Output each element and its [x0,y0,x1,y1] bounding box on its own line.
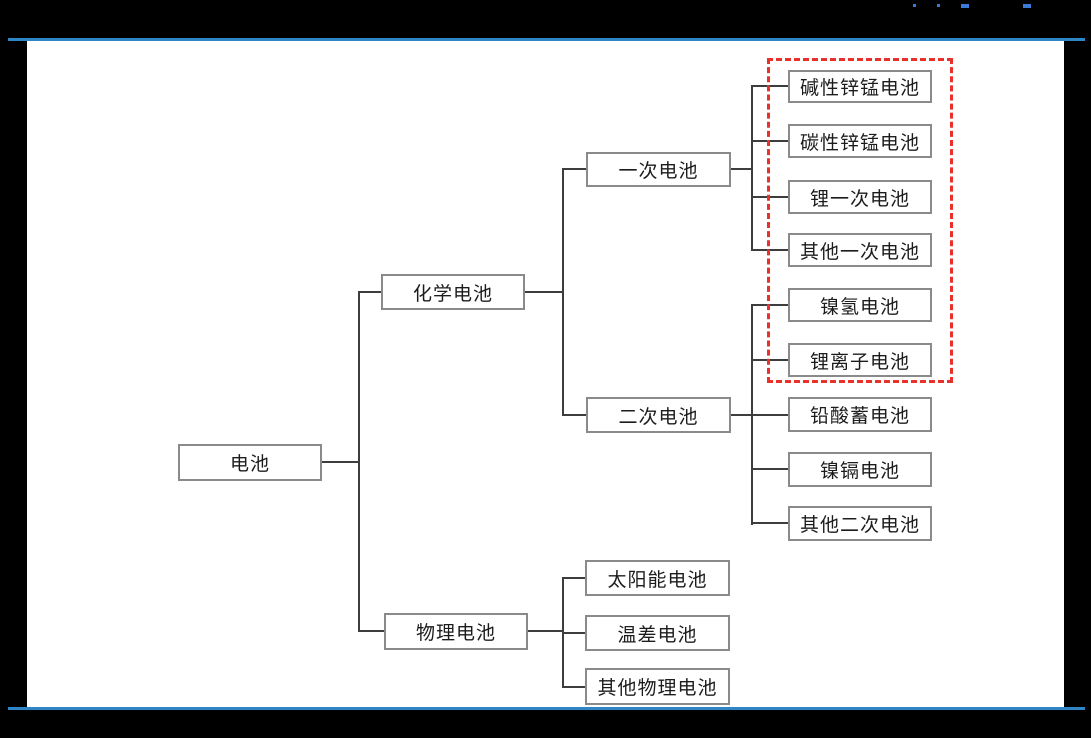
node-carbon-zinc-manganese: 碳性锌锰电池 [788,124,932,158]
connector-line [562,168,564,416]
artifact-speck [937,4,940,7]
connector-line [731,414,753,416]
node-battery: 电池 [178,444,322,481]
connector-line [751,196,788,198]
connector-line [562,414,586,416]
node-nimh: 镍氢电池 [788,288,932,322]
bottom-accent-line [8,707,1085,710]
connector-line [562,686,585,688]
connector-line [751,359,788,361]
connector-line [751,140,788,142]
connector-line [751,414,788,416]
node-lead-acid: 铅酸蓄电池 [788,397,932,432]
connector-line [528,630,564,632]
connector-line [562,577,585,579]
connector-line [751,85,788,87]
node-chemical-battery: 化学电池 [381,274,525,310]
connector-line [751,249,788,251]
artifact-speck [913,4,916,7]
node-nicd: 镍镉电池 [788,452,932,487]
connector-line [751,468,788,470]
node-secondary-battery: 二次电池 [586,397,731,433]
node-other-physical: 其他物理电池 [585,668,730,705]
artifact-speck [961,4,969,8]
connector-line [358,291,360,632]
connector-line [562,168,586,170]
artifact-speck [1023,4,1031,8]
connector-line [358,291,381,293]
top-accent-line [8,38,1085,41]
connector-line [751,85,753,251]
node-other-primary: 其他一次电池 [788,233,932,267]
node-solar: 太阳能电池 [585,560,730,596]
connector-line [562,632,585,634]
connector-line [731,168,753,170]
connector-line [751,304,788,306]
node-alkaline-zinc-manganese: 碱性锌锰电池 [788,70,932,103]
connector-line [751,522,788,524]
node-thermoelectric: 温差电池 [585,615,730,651]
node-primary-battery: 一次电池 [586,152,731,187]
node-lithium-primary: 锂一次电池 [788,180,932,214]
connector-line [358,630,384,632]
node-li-ion: 锂离子电池 [788,343,932,377]
connector-line [322,461,360,463]
node-physical-battery: 物理电池 [384,613,528,650]
node-other-secondary: 其他二次电池 [788,506,932,541]
connector-line [525,291,564,293]
